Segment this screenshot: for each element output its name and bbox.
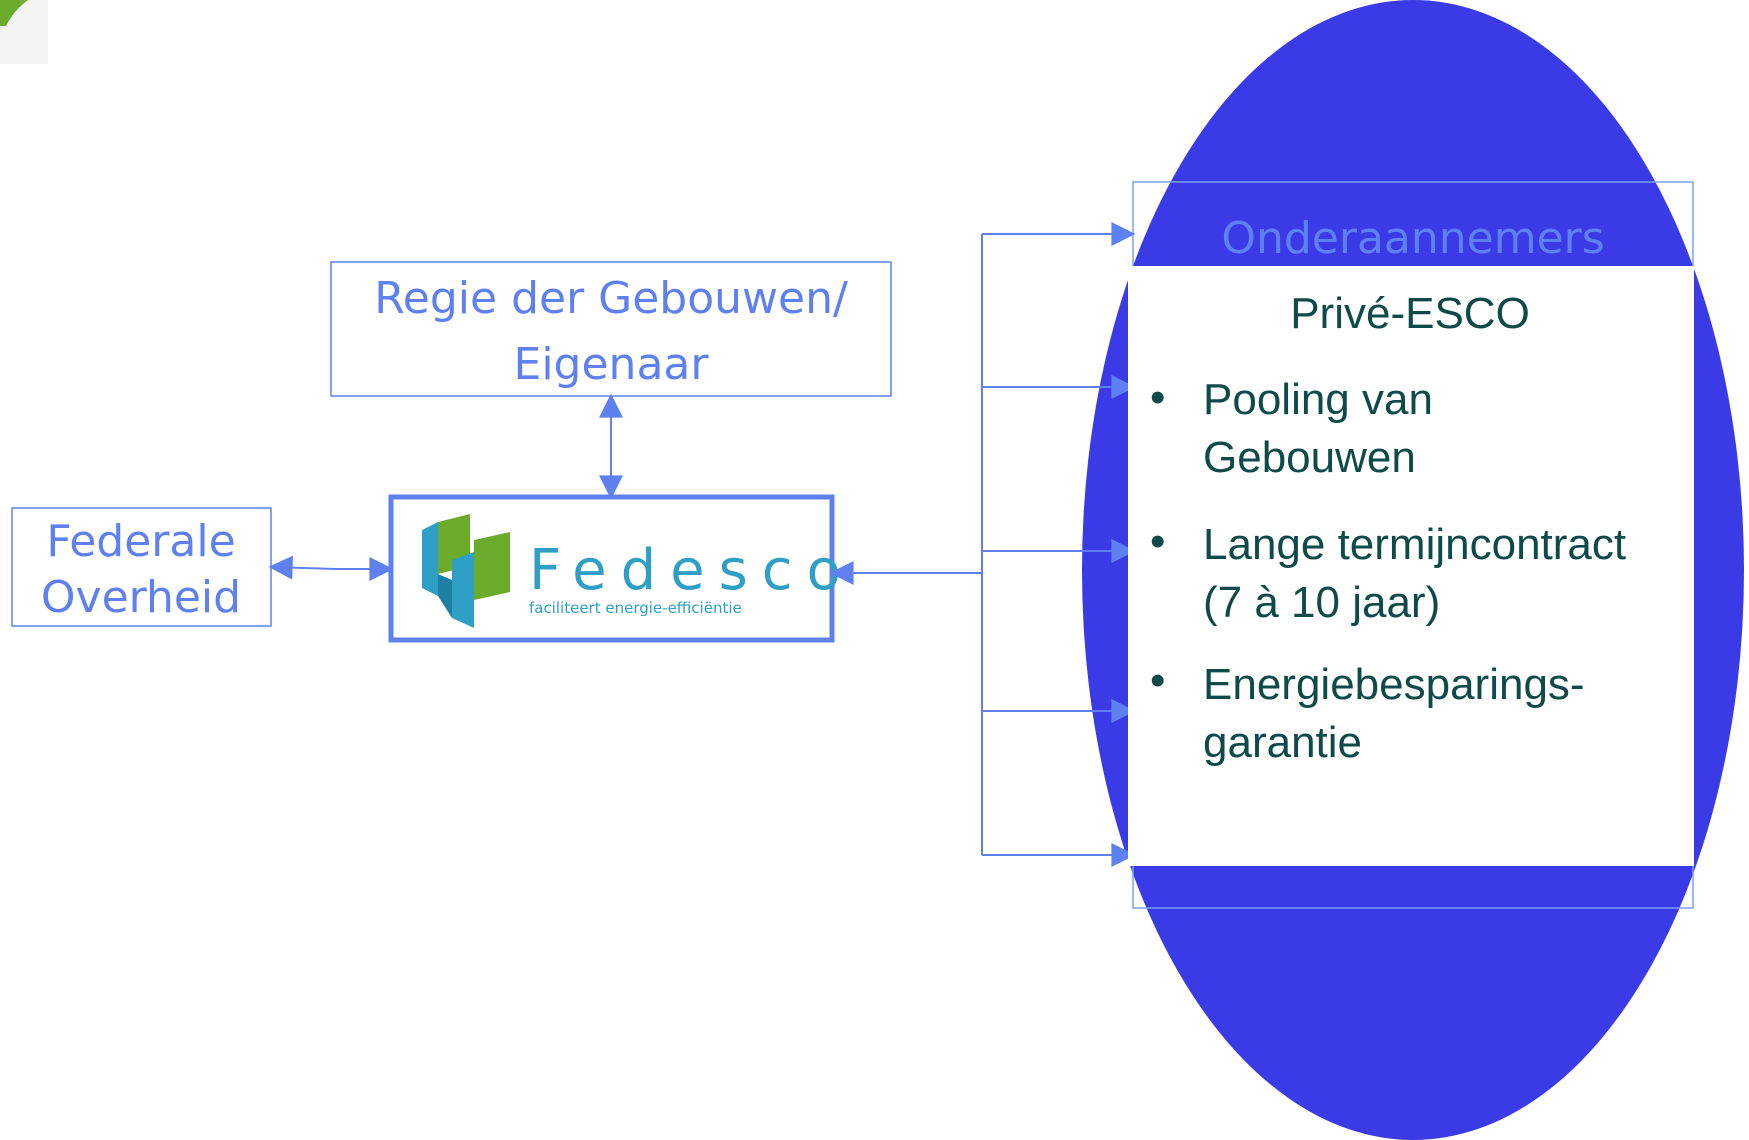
bullet-icon: • [1150,656,1165,705]
regie-line1: Regie der Gebouwen/ [374,273,848,324]
bullet-icon: • [1150,373,1165,422]
esco-bullet: • Lange termijncontract (7 à 10 jaar) [1150,517,1626,627]
federale-overheid-node: Federale Overheid [11,507,272,627]
fedesco-name: Fedesco [529,538,855,603]
federale-line2: Overheid [41,572,241,623]
onderaannemers-label: Onderaannemers [1221,213,1604,264]
esco-bullet: • Energiebesparings- garantie [1150,656,1585,767]
bullet-line1: Lange termijncontract [1203,520,1626,569]
federale-line1: Federale [46,516,235,567]
esco-bullet: • Pooling van Gebouwen [1150,373,1433,482]
bullet-line1: Pooling van [1203,375,1433,424]
bullet-line1: Energiebesparings- [1203,660,1585,709]
corner-decoration [0,0,48,64]
bullet-line2: (7 à 10 jaar) [1203,578,1440,627]
federale-fedesco-arrow [268,555,394,581]
bullet-line2: garantie [1203,718,1362,767]
regie-line2: Eigenaar [514,339,710,390]
bullet-icon: • [1150,517,1165,566]
fedesco-node: Fedesco faciliteert energie-efficiëntie [388,494,855,643]
fedesco-logo-icon [422,514,510,628]
esco-title: Privé-ESCO [1290,289,1530,338]
subcontractor-branches [981,222,1136,867]
onderaannemers-node: Onderaannemers [1132,181,1694,909]
fedesco-tagline: faciliteert energie-efficiëntie [529,599,742,617]
prive-esco-node: Privé-ESCO • Pooling van Gebouwen • Lang… [1128,266,1694,866]
regie-der-gebouwen-node: Regie der Gebouwen/ Eigenaar [330,261,892,397]
bullet-line2: Gebouwen [1203,433,1416,482]
